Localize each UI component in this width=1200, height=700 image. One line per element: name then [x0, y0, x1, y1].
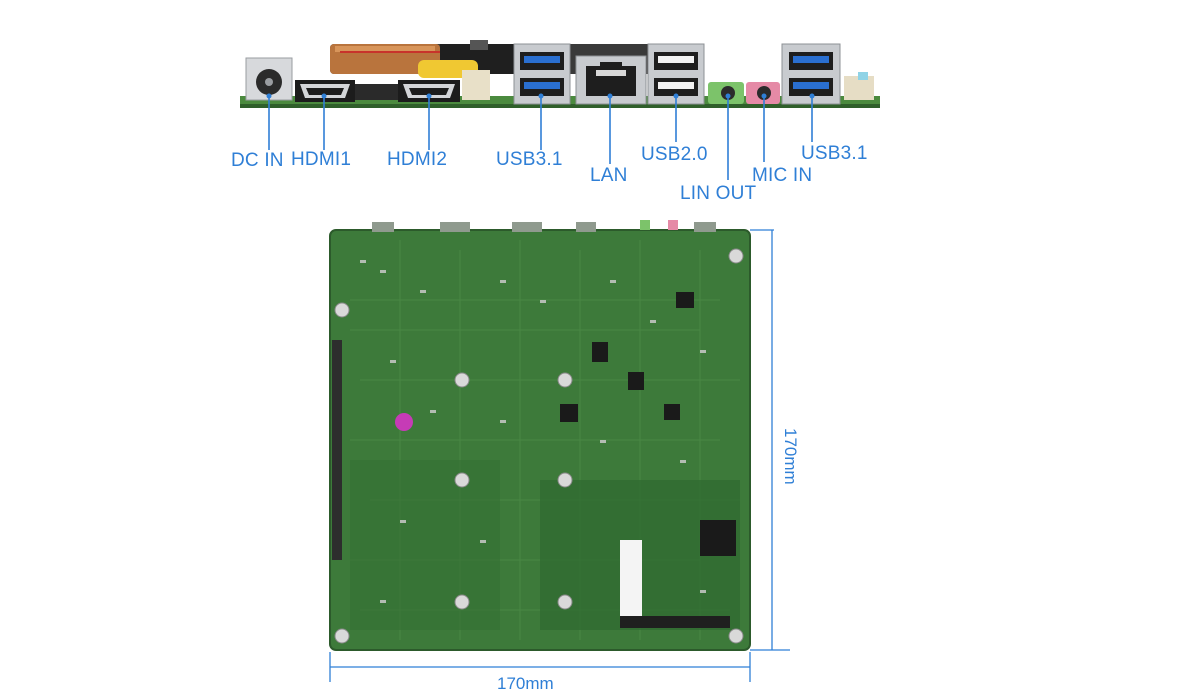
chip — [700, 520, 736, 556]
mic-in-jack-icon — [746, 82, 780, 104]
label-usb31-right: USB3.1 — [801, 143, 868, 164]
label-hdmi1: HDMI1 — [291, 149, 352, 170]
mounting-holes — [334, 248, 744, 644]
dc-in-jack-icon — [245, 57, 293, 101]
height-dimension-label: 170mm — [781, 428, 800, 485]
marker-dot — [395, 413, 413, 431]
label-mic-in: MIC IN — [752, 165, 813, 186]
label-usb31-left: USB3.1 — [496, 149, 563, 170]
serial-sticker — [620, 540, 642, 620]
label-lin-out: LIN OUT — [680, 183, 757, 204]
hdmi1-port-icon — [295, 80, 355, 102]
hdmi2-port-icon — [398, 80, 460, 102]
motherboard — [329, 220, 751, 651]
edge-connector — [620, 616, 730, 628]
dimension-lines — [329, 229, 790, 682]
pin-header — [355, 84, 401, 100]
width-dimension-label: 170mm — [497, 674, 554, 693]
usb31-right-port-icon — [781, 43, 841, 105]
label-hdmi2: HDMI2 — [387, 149, 448, 170]
label-lan: LAN — [590, 165, 628, 186]
label-usb20: USB2.0 — [641, 144, 708, 165]
usb20-port-icon — [647, 43, 705, 105]
label-dc-in: DC IN — [231, 150, 284, 171]
m2-slot — [332, 340, 342, 560]
lan-port-icon — [575, 55, 647, 105]
lin-out-jack-icon — [708, 82, 744, 104]
leader-lines — [268, 96, 813, 180]
capacitor — [462, 70, 490, 100]
